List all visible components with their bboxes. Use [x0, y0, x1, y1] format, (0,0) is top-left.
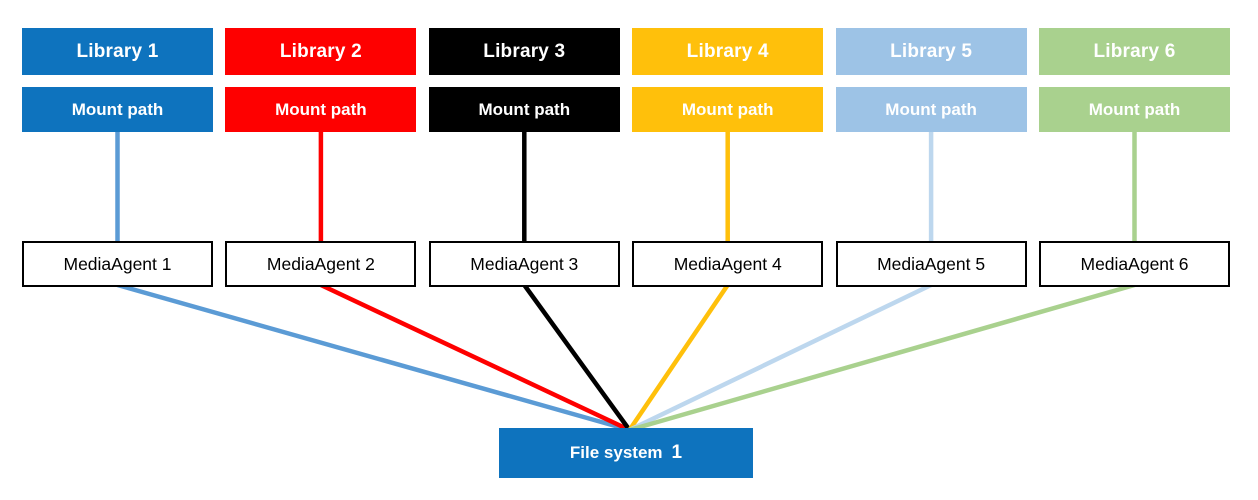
mount-path-label: Mount path [681, 99, 774, 119]
mount-path-label: Mount path [275, 99, 367, 119]
media-agent-box: MediaAgent 4 [632, 241, 824, 287]
file-system-label: File system [569, 443, 663, 462]
media-agent-label: MediaAgent 1 [63, 253, 172, 274]
mount-path-label: Mount path [71, 99, 164, 119]
library-label: Library 1 [76, 40, 159, 62]
media-agent-label: MediaAgent 4 [673, 253, 782, 274]
library-box: Library 1 [22, 28, 213, 75]
library-label: Library 4 [686, 40, 769, 62]
media-agent-box: MediaAgent 5 [835, 241, 1027, 287]
library-column: Library 1 Mount path MediaAgent 1 [22, 0, 213, 500]
media-agent-box: MediaAgent 2 [225, 241, 417, 287]
library-box: Library 6 [1039, 28, 1230, 75]
library-column: Library 4 Mount path MediaAgent 4 [632, 0, 824, 500]
mount-path-box: Mount path [22, 87, 213, 132]
library-column: Library 6 Mount path MediaAgent 6 [1039, 0, 1230, 500]
mount-path-label: Mount path [478, 99, 571, 119]
library-column: Library 3 Mount path MediaAgent 3 [428, 0, 620, 500]
library-label: Library 6 [1093, 40, 1176, 62]
file-system-number: 1 [671, 442, 683, 463]
library-box: Library 2 [225, 28, 417, 75]
file-system-box: File system 1 [499, 428, 753, 478]
library-box: Library 4 [632, 28, 824, 75]
mount-path-box: Mount path [428, 87, 620, 132]
library-box: Library 5 [835, 28, 1027, 75]
media-agent-label: MediaAgent 3 [470, 253, 579, 274]
media-agent-box: MediaAgent 1 [22, 241, 213, 287]
library-column: Library 5 Mount path MediaAgent 5 [835, 0, 1027, 500]
library-label: Library 2 [279, 40, 362, 62]
media-agent-label: MediaAgent 6 [1080, 253, 1189, 274]
media-agent-box: MediaAgent 6 [1039, 241, 1230, 287]
library-label: Library 3 [483, 40, 566, 62]
library-column: Library 2 Mount path MediaAgent 2 [225, 0, 417, 500]
library-label: Library 5 [890, 40, 973, 62]
media-agent-label: MediaAgent 2 [266, 253, 375, 274]
mount-path-box: Mount path [225, 87, 417, 132]
mount-path-label: Mount path [885, 99, 977, 119]
library-box: Library 3 [428, 28, 620, 75]
mount-path-box: Mount path [1039, 87, 1230, 132]
mount-path-box: Mount path [835, 87, 1027, 132]
media-agent-box: MediaAgent 3 [428, 241, 620, 287]
media-agent-label: MediaAgent 5 [877, 253, 986, 274]
mount-path-box: Mount path [632, 87, 824, 132]
mount-path-label: Mount path [1088, 99, 1181, 119]
